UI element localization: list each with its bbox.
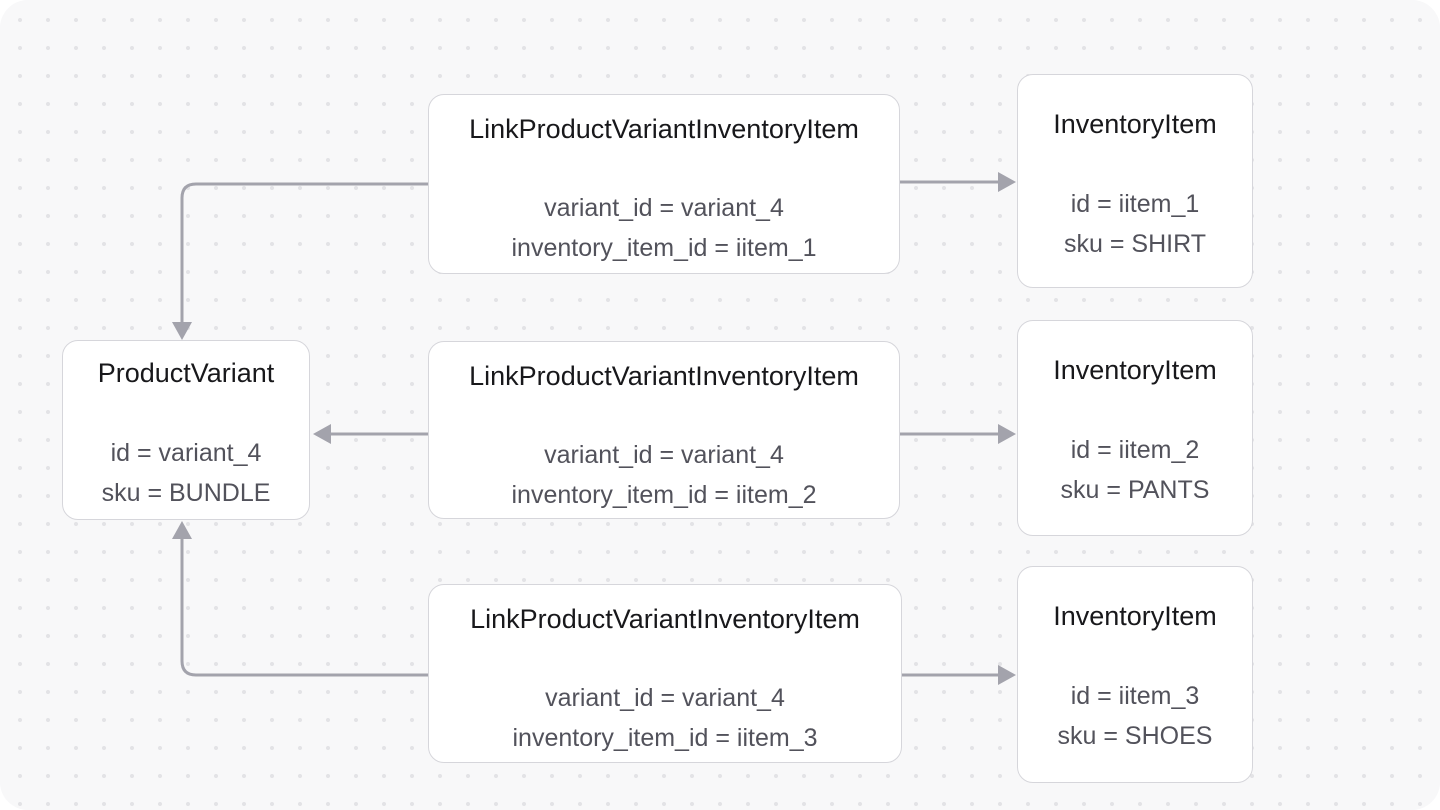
node-link-product-variant-inventory-item-2: LinkProductVariantInventoryItem variant_… — [428, 341, 900, 519]
node-field: id = variant_4 — [110, 439, 262, 467]
node-field: sku = SHIRT — [1064, 230, 1206, 258]
node-title: InventoryItem — [1053, 355, 1217, 385]
node-field: variant_id = variant_4 — [544, 194, 784, 222]
node-title: LinkProductVariantInventoryItem — [469, 114, 859, 144]
arrowhead — [172, 322, 192, 340]
node-field: variant_id = variant_4 — [544, 441, 784, 469]
arrowhead — [998, 665, 1016, 685]
arrowhead — [313, 424, 331, 444]
node-title: ProductVariant — [97, 358, 275, 388]
node-fields: id = iitem_3 sku = SHOES — [1058, 676, 1213, 756]
node-fields: variant_id = variant_4 inventory_item_id… — [512, 678, 817, 758]
node-inventory-item-3: InventoryItem id = iitem_3 sku = SHOES — [1017, 566, 1253, 783]
node-link-product-variant-inventory-item-1: LinkProductVariantInventoryItem variant_… — [428, 94, 900, 274]
edge-link2-to-inventory-item-2 — [900, 424, 1016, 444]
node-fields: id = iitem_1 sku = SHIRT — [1064, 184, 1206, 264]
edge-link2-to-product-variant — [313, 424, 428, 444]
node-title: InventoryItem — [1053, 109, 1217, 139]
node-fields: id = variant_4 sku = BUNDLE — [102, 433, 271, 513]
node-field: inventory_item_id = iitem_3 — [512, 724, 818, 752]
node-field: sku = BUNDLE — [101, 479, 271, 507]
node-field: id = iitem_3 — [1070, 682, 1200, 710]
node-field: id = iitem_2 — [1070, 436, 1200, 464]
edge-link3-to-product-variant — [172, 521, 428, 677]
node-fields: variant_id = variant_4 inventory_item_id… — [511, 435, 816, 515]
node-inventory-item-1: InventoryItem id = iitem_1 sku = SHIRT — [1017, 74, 1253, 288]
node-link-product-variant-inventory-item-3: LinkProductVariantInventoryItem variant_… — [428, 584, 902, 763]
node-title: InventoryItem — [1053, 601, 1217, 631]
edge-link3-to-inventory-item-3 — [900, 665, 1016, 685]
node-field: inventory_item_id = iitem_2 — [511, 481, 817, 509]
node-field: id = iitem_1 — [1070, 190, 1200, 218]
node-title: LinkProductVariantInventoryItem — [470, 604, 860, 634]
edge-link1-to-product-variant — [172, 182, 428, 340]
node-title: LinkProductVariantInventoryItem — [469, 361, 859, 391]
node-inventory-item-2: InventoryItem id = iitem_2 sku = PANTS — [1017, 320, 1253, 536]
node-field: inventory_item_id = iitem_1 — [511, 234, 817, 262]
arrowhead — [998, 424, 1016, 444]
node-fields: variant_id = variant_4 inventory_item_id… — [511, 188, 816, 268]
node-field: sku = PANTS — [1060, 476, 1210, 504]
node-field: variant_id = variant_4 — [545, 684, 785, 712]
arrowhead — [998, 172, 1016, 192]
node-field: sku = SHOES — [1057, 722, 1213, 750]
arrowhead — [172, 521, 192, 539]
node-fields: id = iitem_2 sku = PANTS — [1061, 430, 1210, 510]
node-product-variant: ProductVariant id = variant_4 sku = BUND… — [62, 340, 310, 520]
edge-link1-to-inventory-item-1 — [900, 172, 1016, 192]
